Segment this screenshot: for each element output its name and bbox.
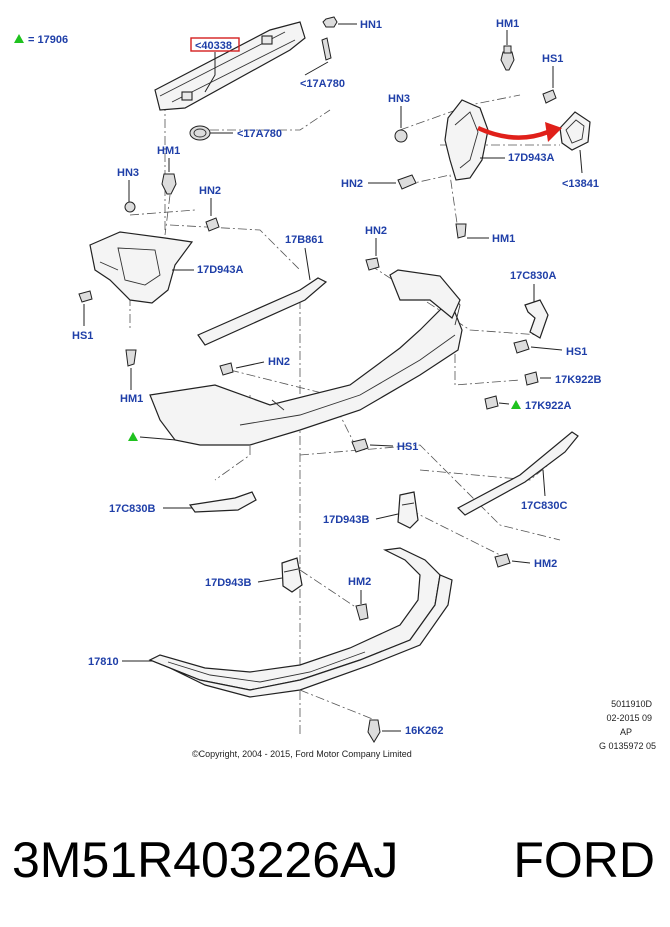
bracket-17d943b-lower [281, 557, 303, 593]
label-17d943b-upper[interactable]: 17D943B [323, 514, 370, 526]
label-17k922a[interactable]: 17K922A [525, 400, 572, 412]
screw-hs1-left [78, 290, 93, 303]
strip-17b861 [197, 277, 328, 346]
label-hn2-left-top[interactable]: HN2 [199, 185, 221, 197]
clip-hm1-left-top [161, 173, 177, 195]
screw-hs1-right [513, 339, 530, 354]
strip-17c830b [188, 491, 257, 513]
valance-17810 [148, 547, 453, 698]
label-17b861[interactable]: 17B861 [285, 234, 324, 246]
label-hs1-left[interactable]: HS1 [72, 330, 93, 342]
label-hs1-center[interactable]: HS1 [397, 441, 418, 453]
label-hn2-bumper[interactable]: HN2 [268, 356, 290, 368]
label-17d943b-lower[interactable]: 17D943B [205, 577, 252, 589]
label-hm2-lower[interactable]: HM2 [348, 576, 371, 588]
screw-hs1-center [351, 438, 369, 453]
clip-17k922b [524, 371, 539, 386]
red-arrow-head-icon [545, 122, 562, 142]
bracket-17c830a [524, 299, 549, 339]
label-hn1-top[interactable]: HN1 [360, 19, 382, 31]
nut-hn3-left [124, 201, 136, 213]
green-triangle-icon-17k922a [511, 400, 521, 409]
nut-hn1-top [322, 16, 338, 28]
bracket-right-17d943a [444, 99, 489, 181]
label-17a780-a[interactable]: <17A780 [300, 78, 345, 90]
legend-text: = 17906 [28, 34, 68, 46]
part-number: 3M51R403226AJ [12, 832, 398, 888]
label-17c830a[interactable]: 17C830A [510, 270, 557, 282]
highlight-box [190, 37, 240, 52]
label-17c830b[interactable]: 17C830B [109, 503, 156, 515]
clip-hm1-top-right [500, 45, 515, 71]
label-hm1-left-top[interactable]: HM1 [157, 145, 180, 157]
label-17810[interactable]: 17810 [88, 656, 119, 668]
copyright-text: ©Copyright, 2004 - 2015, Ford Motor Comp… [192, 749, 412, 759]
bolt-hn2-left-top [205, 217, 220, 232]
bumper-cover [149, 269, 463, 446]
brand-name: FORD [513, 832, 655, 888]
label-hs1-right[interactable]: HS1 [566, 346, 587, 358]
label-hs1-top-right[interactable]: HS1 [542, 53, 563, 65]
label-40338[interactable]: <40338 [195, 40, 232, 52]
label-hn3-left[interactable]: HN3 [117, 167, 139, 179]
label-hm1-right-low[interactable]: HM1 [492, 233, 515, 245]
bolt-hn2-center [365, 257, 380, 271]
screw-hm2-lower [355, 603, 369, 621]
nut-hn3-right [394, 129, 408, 143]
label-16k262[interactable]: 16K262 [405, 725, 444, 737]
strip-17c830c [457, 431, 579, 516]
beam-plug-part [189, 125, 211, 141]
label-hn2-center[interactable]: HN2 [365, 225, 387, 237]
label-17d943a-right[interactable]: 17D943A [508, 152, 555, 164]
label-hm2-right[interactable]: HM2 [534, 558, 557, 570]
info-line-4: G 0135972 05 [599, 741, 656, 751]
label-17c830c[interactable]: 17C830C [521, 500, 568, 512]
clip-hm1-left-low [125, 349, 137, 367]
bolt-hn2-right [397, 174, 417, 190]
info-line-2: 02-2015 09 [606, 713, 652, 723]
bumper-clip-part [321, 37, 332, 61]
clip-17k922a [484, 395, 499, 410]
label-17d943a-left[interactable]: 17D943A [197, 264, 244, 276]
red-arrow-icon [477, 125, 549, 140]
bolt-hn2-bumper [219, 362, 234, 376]
screw-hs1-top-right [542, 89, 557, 104]
label-hm1-left-low[interactable]: HM1 [120, 393, 143, 405]
label-hn2-right[interactable]: HN2 [341, 178, 363, 190]
label-17a780-b[interactable]: <17A780 [237, 128, 282, 140]
bracket-left-17d943a [89, 231, 194, 304]
clip-hm1-right-low [455, 223, 467, 239]
cover-13841 [559, 111, 591, 151]
screw-hm2-right [494, 553, 511, 568]
green-triangle-icon-bumper [128, 432, 138, 441]
info-line-3: AP [620, 727, 632, 737]
label-hn3-right[interactable]: HN3 [388, 93, 410, 105]
legend-triangle-icon [14, 34, 24, 43]
label-17k922b[interactable]: 17K922B [555, 374, 602, 386]
clip-16k262 [367, 719, 381, 743]
reinforcement-beam [154, 21, 306, 111]
label-13841[interactable]: <13841 [562, 178, 599, 190]
bracket-17d943b-upper [397, 491, 419, 529]
info-line-1: 5011910D [611, 699, 652, 709]
label-hm1-top-right[interactable]: HM1 [496, 18, 519, 30]
